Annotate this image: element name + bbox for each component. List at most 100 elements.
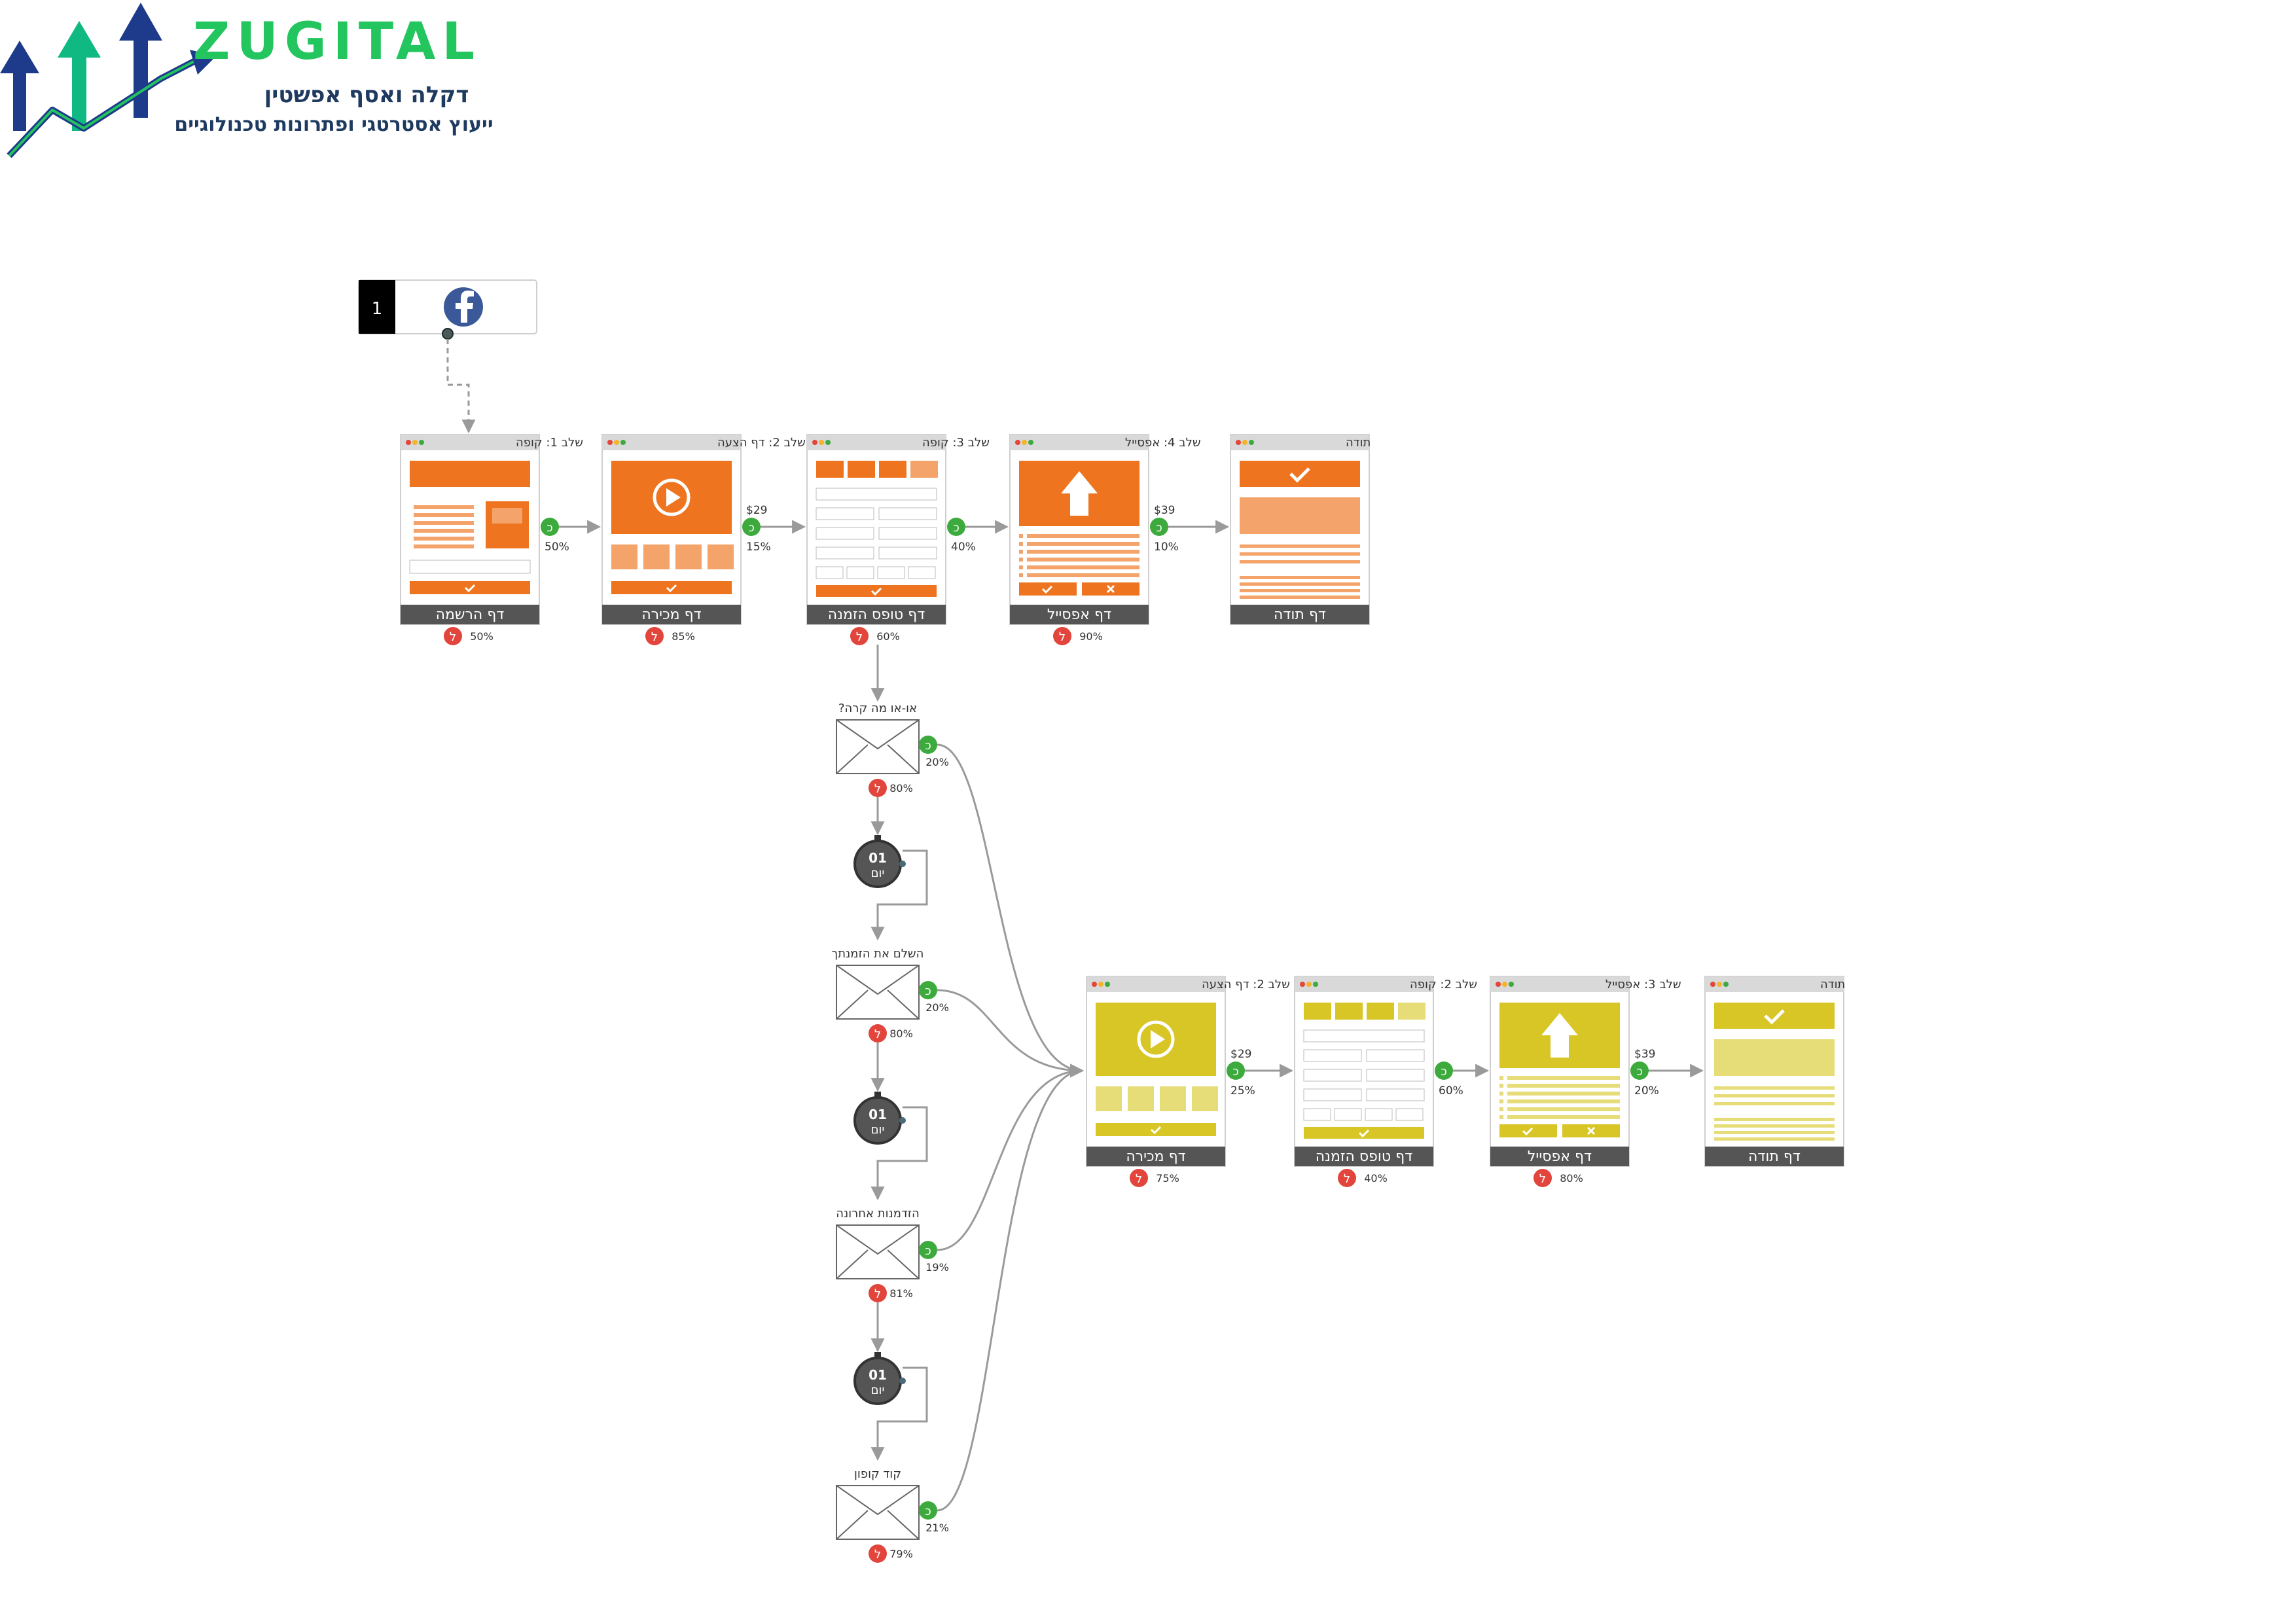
text-line	[1027, 542, 1139, 546]
close-icon	[1587, 1126, 1596, 1135]
card-logo-icon	[910, 461, 938, 478]
no-glyph: ל	[1059, 630, 1066, 644]
bullet	[1019, 550, 1023, 554]
page-footer	[1010, 605, 1149, 624]
source-number: 1	[372, 299, 383, 319]
up-arrow-icon	[1061, 471, 1098, 516]
text-line	[1027, 573, 1139, 577]
page-label: דף אפסייל	[1528, 1149, 1592, 1165]
form-field	[908, 566, 936, 579]
form-field	[1303, 1049, 1362, 1062]
up-arrow-icon	[1541, 1013, 1578, 1058]
yes-glyph: כ	[547, 521, 553, 535]
no-badge-icon	[869, 1024, 887, 1043]
text-line	[1714, 1137, 1835, 1141]
timer-to-email-arrow	[870, 849, 928, 941]
timer-port	[899, 861, 906, 867]
form-field	[1303, 1088, 1362, 1101]
form-field	[816, 527, 874, 540]
bullet	[1499, 1084, 1503, 1088]
timer-unit: יום	[871, 1383, 885, 1397]
page-title: שלב 2: קופה	[1410, 978, 1477, 991]
envelope-flap	[836, 1485, 920, 1516]
card-logo-icon	[1304, 1003, 1331, 1020]
text-line	[414, 513, 474, 517]
order-button	[1304, 1127, 1424, 1139]
email-subject: או-או מה קרה?	[838, 702, 917, 715]
feature-tile	[1160, 1086, 1186, 1111]
timer-unit: יום	[871, 866, 885, 880]
traffic-source[interactable]: 1	[358, 279, 537, 340]
page-label: דף מכירה	[641, 607, 701, 623]
email-to-offer-curve	[937, 1063, 1085, 1512]
text-line	[1027, 565, 1139, 569]
timer-to-email-arrow	[870, 1366, 928, 1461]
text-line	[1240, 589, 1360, 592]
feature-tile	[643, 544, 670, 569]
text-line	[1240, 552, 1360, 556]
window-dot-icon	[1306, 982, 1312, 987]
page-footer	[1086, 1147, 1225, 1166]
form-field	[1303, 1108, 1331, 1121]
feature-tile	[675, 544, 702, 569]
check-icon	[1358, 1129, 1370, 1138]
no-glyph: ל	[1136, 1172, 1142, 1186]
text-line	[1027, 534, 1139, 538]
yes-glyph: כ	[925, 1505, 931, 1518]
no-glyph: ל	[874, 1548, 881, 1561]
submit-button	[410, 581, 530, 594]
timer-number: 01	[869, 1367, 887, 1383]
page-label: דף טופס הזמנה	[828, 607, 925, 623]
window-dot-icon	[1098, 982, 1103, 987]
page-footer	[401, 605, 539, 624]
timer-unit: יום	[871, 1123, 885, 1137]
no-glyph: ל	[1344, 1172, 1350, 1186]
page-footer	[807, 605, 946, 624]
window-dot-icon	[1105, 982, 1110, 987]
email-yes-rate: 20%	[925, 756, 949, 768]
text-line	[414, 544, 474, 548]
form-field	[846, 566, 874, 579]
text-line	[1714, 1131, 1835, 1134]
yes-glyph: כ	[1441, 1065, 1447, 1079]
window-dot-icon	[1717, 982, 1722, 987]
yes-badge-icon	[947, 518, 965, 536]
facebook-icon	[444, 287, 483, 327]
email-input	[409, 560, 531, 574]
yes-badge-icon	[1435, 1061, 1453, 1080]
check-icon	[464, 584, 476, 593]
page-title: שלב 2: דף הצעה	[717, 436, 806, 450]
no-glyph: ל	[1539, 1172, 1546, 1186]
yes-glyph: כ	[1156, 521, 1162, 535]
feature-tile	[708, 544, 734, 569]
order-button	[816, 585, 937, 597]
check-icon	[1764, 1009, 1785, 1025]
form-field	[1366, 1049, 1425, 1062]
connector-lines	[446, 339, 1704, 1512]
email-yes-rate: 20%	[925, 1001, 949, 1014]
email-no-rate: 80%	[889, 1027, 913, 1040]
page-footer	[1490, 1147, 1629, 1166]
window-dot-icon	[419, 440, 424, 445]
text-line	[1714, 1102, 1835, 1105]
window-dot-icon	[812, 440, 817, 445]
timer-to-email-arrow	[870, 1106, 928, 1201]
window-dot-icon	[1710, 982, 1715, 987]
no-glyph: ל	[651, 630, 658, 644]
text-line	[1714, 1086, 1835, 1090]
